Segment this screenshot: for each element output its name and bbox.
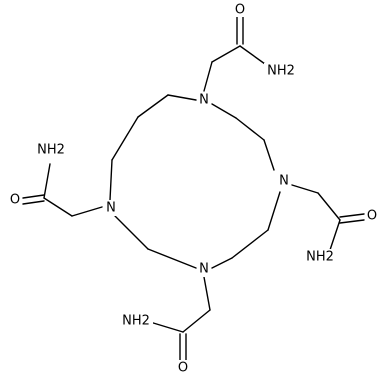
ring-nitrogen-bottom: N bbox=[197, 261, 211, 277]
carbonyl-oxygen-top: O bbox=[233, 2, 247, 18]
svg-text:NH2: NH2 bbox=[306, 250, 334, 265]
atom-labels: N N N N O NH2 NH2 O bbox=[8, 2, 379, 376]
svg-text:O: O bbox=[178, 361, 188, 376]
ring-nitrogen-right: N bbox=[277, 173, 291, 189]
svg-text:NH2: NH2 bbox=[267, 64, 295, 79]
right-acetamide-arm bbox=[291, 184, 365, 251]
bottom-acetamide-arm bbox=[149, 276, 211, 361]
carbonyl-oxygen-bottom: O bbox=[176, 360, 190, 376]
svg-text:N: N bbox=[279, 174, 289, 189]
ring-nitrogen-left: N bbox=[104, 200, 118, 216]
amide-nh2-bottom: NH2 bbox=[119, 313, 153, 329]
left-acetamide-arm bbox=[22, 163, 103, 217]
svg-text:N: N bbox=[199, 93, 209, 108]
ring-bonds bbox=[109, 94, 281, 269]
svg-text:O: O bbox=[367, 209, 377, 224]
svg-text:O: O bbox=[10, 193, 20, 208]
top-acetamide-arm bbox=[203, 13, 266, 92]
svg-text:N: N bbox=[106, 201, 116, 216]
svg-text:N: N bbox=[199, 262, 209, 277]
svg-text:NH2: NH2 bbox=[37, 143, 65, 158]
amide-nh2-left: NH2 bbox=[34, 142, 68, 158]
amide-nh2-right: NH2 bbox=[303, 249, 337, 265]
carbonyl-oxygen-right: O bbox=[365, 208, 379, 224]
amide-nh2-top: NH2 bbox=[264, 63, 298, 79]
ring-nitrogen-top: N bbox=[197, 92, 211, 108]
carbonyl-oxygen-left: O bbox=[8, 192, 22, 208]
svg-text:O: O bbox=[235, 3, 245, 18]
svg-text:NH2: NH2 bbox=[122, 314, 150, 329]
